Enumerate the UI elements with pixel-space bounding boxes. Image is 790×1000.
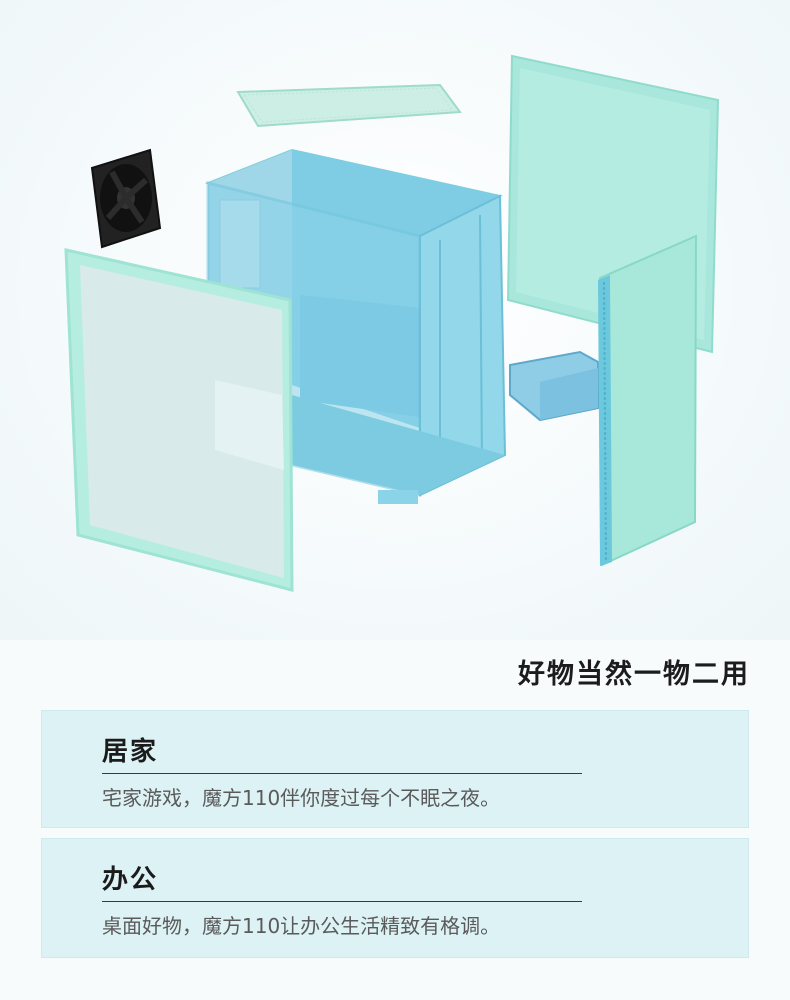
front-panel-icon <box>598 234 698 567</box>
glass-panel-icon <box>64 248 294 592</box>
section-description: 宅家游戏，魔方110伴你度过每个不眠之夜。 <box>102 786 501 810</box>
headline: 好物当然一物二用 <box>518 659 750 690</box>
fan-icon <box>90 148 162 249</box>
divider <box>102 901 582 902</box>
drive-cage-icon <box>509 350 599 422</box>
case-exploded-illustration <box>64 54 720 592</box>
section-card-office: 办公 桌面好物，魔方110让办公生活精致有格调。 <box>41 838 749 958</box>
divider <box>102 773 582 774</box>
section-title: 居家 <box>102 737 159 767</box>
section-card-home: 居家 宅家游戏，魔方110伴你度过每个不眠之夜。 <box>41 710 749 828</box>
section-title: 办公 <box>102 865 159 895</box>
section-description: 桌面好物，魔方110让办公生活精致有格调。 <box>102 914 501 938</box>
dust-filter-icon <box>236 83 462 128</box>
product-exploded-view <box>0 0 790 640</box>
